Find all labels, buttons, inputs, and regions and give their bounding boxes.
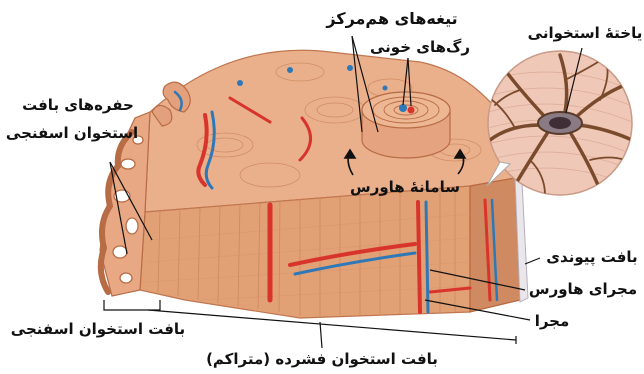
haversian-system bbox=[362, 92, 450, 158]
label-blood-vessels: رگ‌های خونی bbox=[370, 38, 470, 56]
label-haversian-canal: مجرای هاورس bbox=[529, 280, 637, 298]
label-compact-bone-tissue: بافت استخوان فشرده (متراکم) bbox=[206, 350, 438, 368]
label-osteocyte: یاختهٔ استخوانی bbox=[528, 24, 643, 42]
label-connective-tissue: بافت پیوندی bbox=[546, 248, 637, 267]
label-lamellae: تیغه‌های هم‌مرکز bbox=[325, 9, 457, 28]
osteocyte-magnified-view bbox=[488, 51, 632, 195]
label-spongy-cavities-line2: استخوان اسفنجی bbox=[6, 124, 138, 142]
label-haversian-system: سامانهٔ هاورس bbox=[350, 178, 460, 196]
label-spongy-cavities-line1: حفره‌های بافت bbox=[22, 96, 134, 114]
label-canal: مجرا bbox=[535, 312, 570, 330]
label-spongy-bone-tissue: بافت استخوان اسفنجی bbox=[11, 320, 185, 338]
